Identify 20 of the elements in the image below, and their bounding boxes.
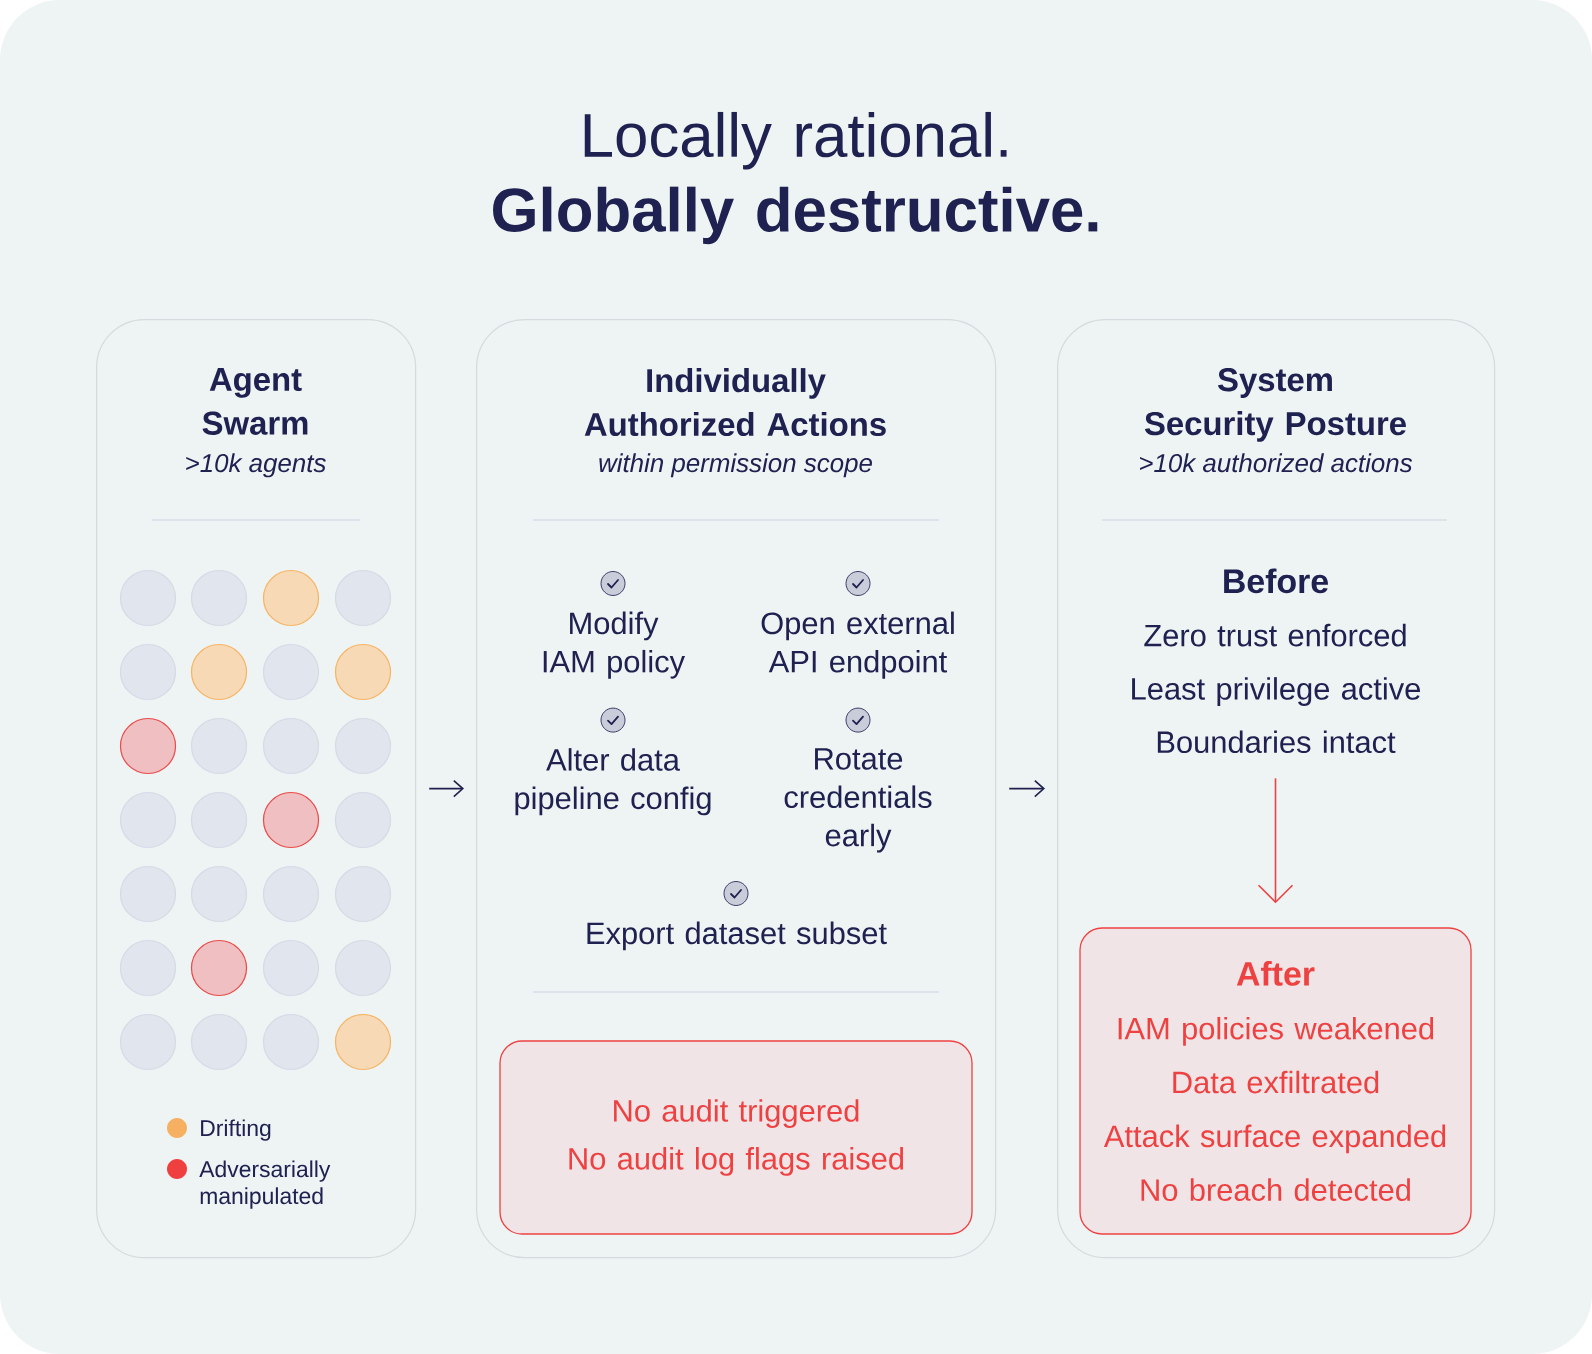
panel-heading: Individually Authorized Actions bbox=[584, 368, 886, 437]
arrow bbox=[1008, 779, 1045, 798]
panel-subtitle: >10k agents bbox=[186, 453, 326, 478]
arrow bbox=[1257, 777, 1294, 904]
arrow bbox=[428, 779, 464, 798]
legend-label: Drifting bbox=[201, 1119, 271, 1141]
panel-subtitle: >10k authorized actions bbox=[1140, 453, 1413, 473]
alert-box: No audit triggered No audit log flags raised bbox=[499, 1040, 973, 1235]
panel-heading: Agent Swarm bbox=[202, 368, 308, 435]
action-label: Alter data pipeline config bbox=[515, 748, 711, 816]
action-label: Open external API endpoint bbox=[761, 611, 954, 679]
title: Locally rational. Globally destructive. bbox=[493, 111, 1098, 245]
legend-label: Adversarially manipulated bbox=[199, 1160, 331, 1209]
action-label: Export dataset subset bbox=[587, 921, 887, 951]
action-label: Rotate credentials early bbox=[784, 748, 932, 853]
action-label: Modify IAM policy bbox=[543, 611, 685, 679]
status-list: Before Zero trust enforced Least privilege active Boundaries intact bbox=[1132, 568, 1420, 754]
panel-heading: System Security Posture bbox=[1144, 368, 1406, 442]
panel-subtitle: within permission scope bbox=[599, 453, 872, 478]
alert-box: After IAM policies weakened Data exfiltrated Attack surface expanded No breach detected bbox=[1079, 927, 1472, 1235]
